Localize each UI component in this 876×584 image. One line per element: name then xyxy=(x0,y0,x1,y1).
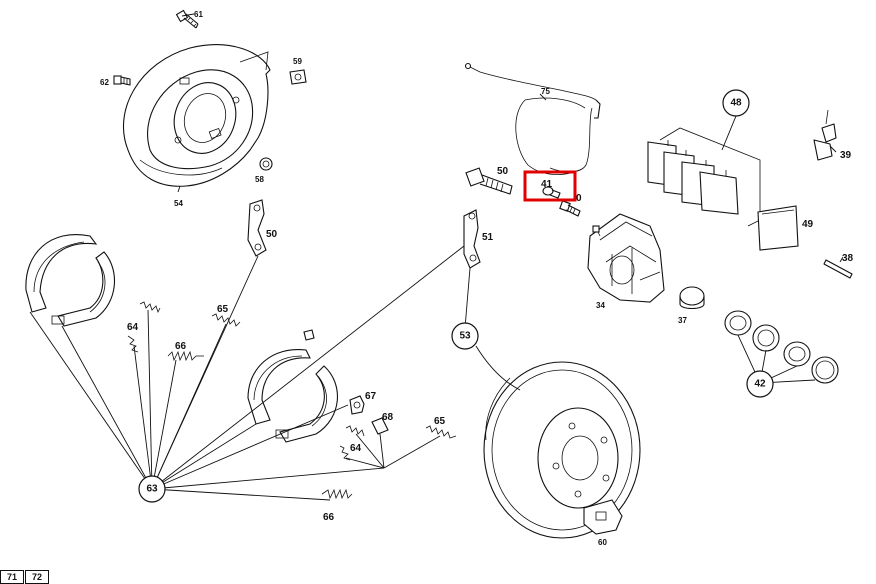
sleeve-68-part xyxy=(371,417,389,435)
spring-64a-part xyxy=(139,301,161,314)
callout-42-text: 42 xyxy=(754,379,766,390)
leader-lines xyxy=(29,13,844,501)
brake-caliper-part xyxy=(587,213,665,303)
spring-66a-part xyxy=(167,350,204,362)
label-66b: 66 xyxy=(323,512,335,523)
label-61: 61 xyxy=(194,10,203,19)
label-60: 60 xyxy=(598,538,607,547)
callout-53-text: 53 xyxy=(459,331,471,342)
brake-shoes-a-part xyxy=(25,234,115,327)
pad-spring-39-part xyxy=(813,109,837,161)
label-67: 67 xyxy=(365,391,377,402)
seal-kit-42-part xyxy=(724,310,839,384)
label-64b: 64 xyxy=(350,443,362,454)
callout-48-text: 48 xyxy=(730,98,742,109)
label-38: 38 xyxy=(842,253,854,264)
dust-shield-part xyxy=(123,44,271,187)
label-39: 39 xyxy=(840,150,852,161)
spring-65a-part xyxy=(211,313,241,327)
pad-shim-49-part xyxy=(757,205,799,251)
bolt-62-part xyxy=(113,75,131,86)
label-49: 49 xyxy=(802,219,814,230)
label-51: 51 xyxy=(482,232,494,243)
spring-65b-part xyxy=(425,425,457,439)
label-62: 62 xyxy=(100,78,109,87)
label-41: 41 xyxy=(541,179,553,190)
bracket-51-part xyxy=(463,209,481,269)
bolt-61-part xyxy=(175,9,199,29)
bushing-58-part xyxy=(259,157,273,171)
page-tab-71[interactable]: 71 xyxy=(0,570,24,584)
callout-42: 42 xyxy=(746,370,774,398)
page-tab-72[interactable]: 72 xyxy=(25,570,49,584)
callout-63: 63 xyxy=(138,475,166,503)
label-37: 37 xyxy=(678,316,687,325)
brake-disc-part xyxy=(483,361,641,539)
wear-sensor-cable-part xyxy=(464,62,601,175)
adjuster-67-part xyxy=(349,395,365,415)
label-50b: 50 xyxy=(497,166,509,177)
brake-pads-part xyxy=(647,127,761,227)
spring-66b-part xyxy=(321,488,353,500)
spring-64b-part xyxy=(127,335,139,353)
label-58: 58 xyxy=(255,175,264,184)
label-65a: 65 xyxy=(217,304,229,315)
bleed-screw-41-part xyxy=(542,186,561,199)
callout-48: 48 xyxy=(722,89,750,117)
brake-shoes-b-part xyxy=(247,349,338,443)
label-66a: 66 xyxy=(175,341,187,352)
bracket-50a-part xyxy=(247,199,267,257)
label-68: 68 xyxy=(382,412,394,423)
label-54: 54 xyxy=(174,199,183,208)
clip-60-part xyxy=(583,499,623,535)
pin-38-part xyxy=(823,259,853,279)
label-64a: 64 xyxy=(127,322,139,333)
label-40: 0 xyxy=(576,193,582,204)
callout-63-text: 63 xyxy=(146,484,158,495)
label-75: 75 xyxy=(541,87,550,96)
label-59: 59 xyxy=(293,57,302,66)
highlight-box-41 xyxy=(523,170,577,202)
clip-59-part xyxy=(289,69,307,85)
callout-53: 53 xyxy=(451,322,479,350)
label-65b: 65 xyxy=(434,416,446,427)
small-pin-part xyxy=(303,329,315,341)
bolt-40-part xyxy=(559,200,581,217)
guide-bolt-50-part xyxy=(465,167,513,195)
spring-64c-part xyxy=(339,425,365,461)
label-34: 34 xyxy=(596,301,605,310)
label-50a: 50 xyxy=(266,229,278,240)
piston-37-part xyxy=(679,286,705,310)
